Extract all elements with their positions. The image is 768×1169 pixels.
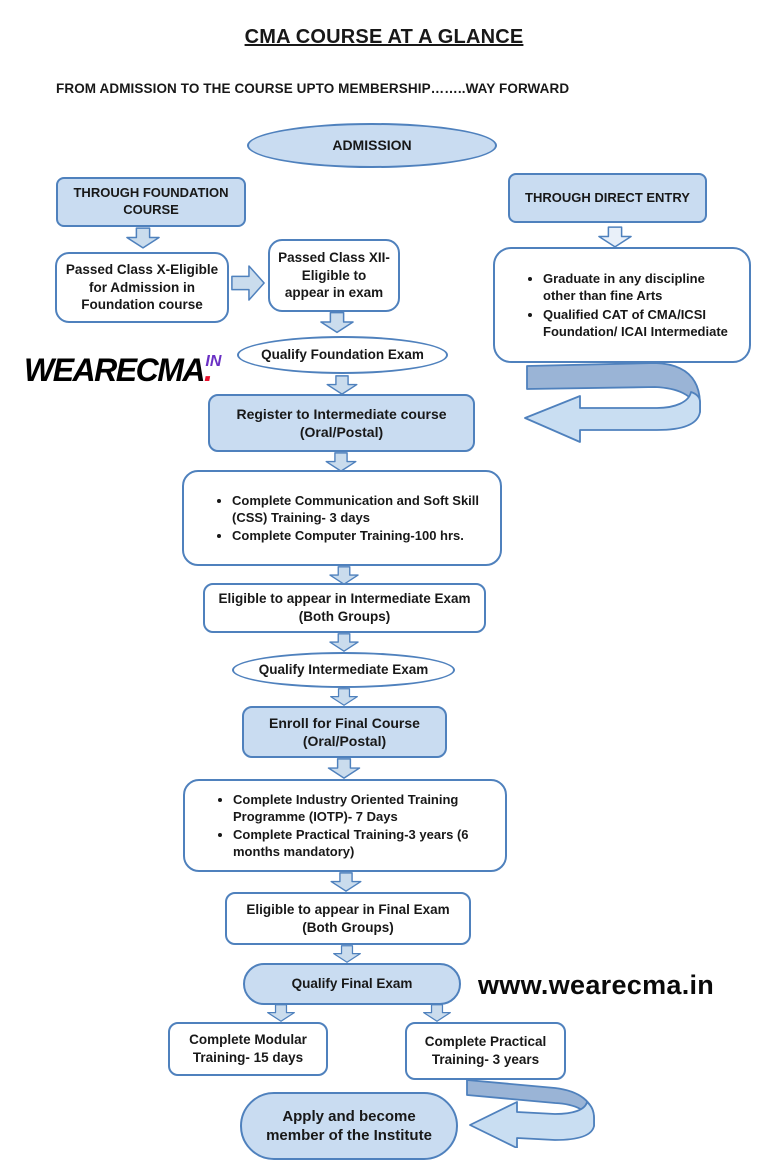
node-class-xii: Passed Class XII- Eligible to appear in … [268, 239, 400, 312]
node-eligible-final: Eligible to appear in Final Exam (Both G… [225, 892, 471, 945]
arrow-qualifyinter-to-enroll [330, 688, 358, 706]
arrow-qualifyfinal-to-practical [423, 1004, 451, 1022]
node-foundation-branch-label: THROUGH FOUNDATION COURSE [73, 185, 229, 217]
node-eligible-intermediate-line: (Both Groups) [298, 609, 391, 624]
node-class-x-line: Passed Class X-Eligible [65, 262, 219, 278]
arrow-qualifyfinal-to-modular [267, 1004, 295, 1022]
node-membership-line: member of the Institute [266, 1127, 432, 1144]
node-membership-line: Apply and become [282, 1107, 416, 1125]
arrow-register-to-training [325, 452, 357, 472]
node-modular-training-line: Complete Modular [189, 1032, 307, 1048]
arrow-trainingfinal-to-eligiblefinal [330, 872, 362, 892]
node-class-xii-line: appear in exam [284, 285, 384, 301]
arrow-eligible-to-qualify-intermediate [329, 633, 359, 652]
uturn-arrow-practical-to-membership [466, 1079, 595, 1148]
node-class-xii-line: Passed Class XII- [278, 250, 390, 266]
node-enroll-final: Enroll for Final Course (Oral/Postal) [242, 706, 447, 758]
node-qualify-foundation-label: Qualify Foundation Exam [261, 347, 424, 363]
node-qualify-final: Qualify Final Exam [243, 963, 461, 1005]
website-text: www.wearecma.in [478, 970, 715, 1000]
training-final-item: Complete Industry Oriented Training Prog… [233, 791, 495, 825]
arrow-classx-to-classxii [231, 265, 265, 301]
node-eligible-intermediate-line: Eligible to appear in Intermediate Exam [218, 591, 471, 607]
arrow-foundationexam-to-register [326, 375, 358, 395]
node-practical-training: Complete Practical Training- 3 years [405, 1022, 566, 1080]
node-enroll-final-line: Enroll for Final Course [269, 714, 420, 731]
node-admission-label: ADMISSION [332, 137, 412, 154]
node-eligible-final-line: Eligible to appear in Final Exam [246, 901, 450, 917]
node-qualify-foundation: Qualify Foundation Exam [237, 336, 448, 374]
arrow-enroll-to-training-final [327, 758, 361, 779]
node-class-x-line: for Admission in [88, 279, 195, 295]
node-training-final: Complete Industry Oriented Training Prog… [183, 779, 507, 872]
node-admission: ADMISSION [247, 123, 497, 168]
arrow-direct-branch-down [598, 226, 632, 248]
node-direct-requirements: Graduate in any discipline other than fi… [493, 247, 751, 363]
logo-dot: . [203, 352, 213, 388]
node-direct-branch-label: THROUGH DIRECT ENTRY [525, 189, 690, 205]
node-class-xii-line: Eligible to [301, 267, 367, 283]
arrow-training-to-eligible-intermediate [329, 566, 359, 585]
logo-tld: IN [205, 353, 222, 370]
node-enroll-final-line: (Oral/Postal) [302, 733, 387, 749]
node-eligible-intermediate: Eligible to appear in Intermediate Exam … [203, 583, 486, 633]
uturn-arrow-direct-to-register [524, 362, 701, 443]
training-final-item: Complete Practical Training-3 years (6 m… [233, 826, 495, 860]
page-subtitle: FROM ADMISSION TO THE COURSE UPTO MEMBER… [56, 81, 570, 96]
node-modular-training: Complete Modular Training- 15 days [168, 1022, 328, 1076]
node-class-x: Passed Class X-Eligible for Admission in… [55, 252, 229, 323]
logo-brand: WEARECMA [24, 352, 205, 388]
arrow-eligiblefinal-to-qualifyfinal [333, 945, 361, 963]
training-intermediate-item: Complete Computer Training-100 hrs. [232, 527, 490, 544]
arrow-foundation-branch-down [126, 227, 160, 249]
arrow-classxii-to-foundation-exam [320, 311, 354, 334]
node-class-x-line: Foundation course [81, 297, 203, 313]
direct-requirement-item: Qualified CAT of CMA/ICSI Foundation/ IC… [543, 306, 739, 340]
node-direct-branch: THROUGH DIRECT ENTRY [508, 173, 707, 223]
node-practical-training-line: Training- 3 years [431, 1052, 540, 1067]
node-membership: Apply and become member of the Institute [240, 1092, 458, 1160]
node-practical-training-line: Complete Practical [424, 1034, 547, 1050]
node-register-intermediate-line: Register to Intermediate course [236, 405, 447, 422]
wearecma-logo: WEARECMA.IN [24, 352, 227, 389]
node-training-intermediate: Complete Communication and Soft Skill (C… [182, 470, 502, 566]
node-register-intermediate-line: (Oral/Postal) [299, 424, 384, 440]
page-title: CMA COURSE AT A GLANCE [244, 26, 524, 48]
node-qualify-intermediate: Qualify Intermediate Exam [232, 652, 455, 688]
direct-requirement-item: Graduate in any discipline other than fi… [543, 270, 739, 304]
node-qualify-final-label: Qualify Final Exam [291, 976, 413, 992]
node-eligible-final-line: (Both Groups) [302, 919, 394, 935]
node-modular-training-line: Training- 15 days [192, 1050, 304, 1065]
node-register-intermediate: Register to Intermediate course (Oral/Po… [208, 394, 475, 452]
node-foundation-branch: THROUGH FOUNDATION COURSE [56, 177, 246, 227]
training-intermediate-item: Complete Communication and Soft Skill (C… [232, 492, 490, 526]
node-qualify-intermediate-label: Qualify Intermediate Exam [258, 662, 429, 678]
